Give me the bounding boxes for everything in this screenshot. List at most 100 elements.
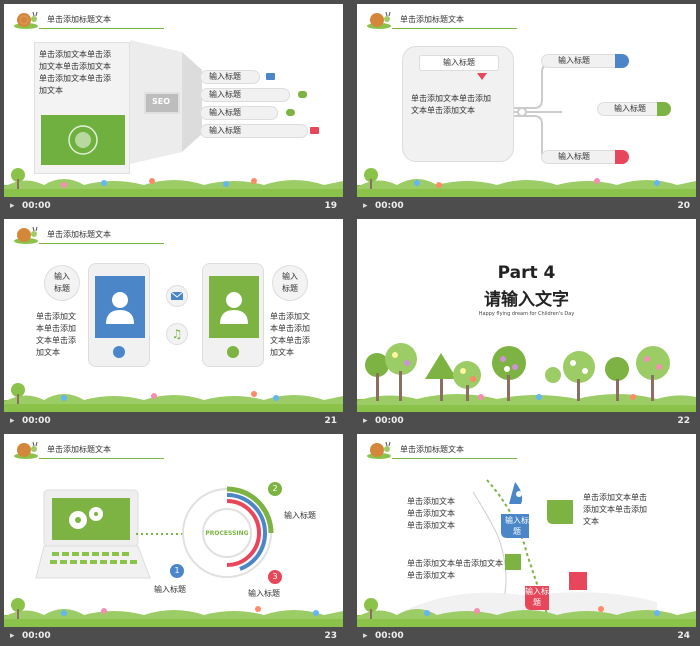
body-line: 单击添加文本单击添 — [39, 74, 111, 83]
slide-status-bar: ▸ 00:00 19 — [4, 197, 343, 217]
play-icon[interactable]: ▸ — [363, 631, 368, 641]
slide-header: 单击添加标题文本 — [362, 438, 517, 460]
circle-line: 标题 — [54, 284, 70, 293]
timestamp: 00:00 — [375, 416, 404, 426]
title-pill-blue[interactable]: 输入标题 — [541, 54, 627, 68]
slide-header: 单击添加标题文本 — [362, 8, 517, 30]
slide-header: 单击添加标题文本 — [9, 438, 164, 460]
snail-icon — [367, 441, 391, 459]
camera-icon — [310, 127, 319, 134]
right-title-circle[interactable]: 输入 标题 — [272, 265, 308, 301]
play-icon[interactable]: ▸ — [363, 416, 368, 426]
slide-number: 19 — [324, 201, 337, 211]
header-title: 单击添加标题文本 — [400, 15, 464, 24]
right-top-line: 文本 — [583, 517, 599, 526]
section-title: 请输入文字 — [484, 290, 569, 310]
right-body-line: 本单击添加 — [270, 324, 310, 333]
slide-status-bar: ▸ 00:00 24 — [357, 627, 696, 646]
header-title: 单击添加标题文本 — [47, 230, 111, 239]
center-body-line: 单击添加文本单击添加 — [411, 94, 491, 103]
play-icon[interactable]: ▸ — [10, 631, 15, 641]
seo-label: SEO — [152, 97, 171, 106]
user-screen-blue — [95, 276, 145, 338]
center-title-box: 输入标题 — [419, 55, 499, 71]
left-body-line: 本单击添加 — [36, 324, 76, 333]
part-label: Part 4 — [497, 263, 556, 283]
mail-icon — [266, 73, 275, 80]
title-pill[interactable]: 输入标题 — [200, 106, 278, 120]
body-line: 加文本单击添加文本 — [39, 62, 111, 71]
slide-number: 20 — [677, 201, 690, 211]
slide-status-bar: ▸ 00:00 23 — [4, 627, 343, 646]
body-line: 加文本 — [39, 86, 63, 95]
slide-22[interactable]: Part 4 请输入文字 Happy flying dream for Chil… — [357, 219, 696, 432]
header-divider — [39, 28, 164, 29]
step-label: 输入标题 — [154, 585, 186, 594]
right-top-line: 添加文本单击添加 — [583, 505, 647, 514]
slide-21[interactable]: 单击添加标题文本 输入 标题 输入 标题 单击添加文 本单击添加 文本单击添 加… — [4, 219, 343, 432]
slide-header: 单击添加标题文本 — [9, 223, 164, 245]
circle-line: 标题 — [282, 284, 298, 293]
timestamp: 00:00 — [22, 416, 51, 426]
header-divider — [39, 458, 164, 459]
title-pill[interactable]: 输入标题 — [200, 124, 308, 138]
header-title: 单击添加标题文本 — [400, 445, 464, 454]
laptop-illustration — [35, 489, 151, 579]
right-body-line: 文本单击添 — [270, 336, 310, 345]
chat-icon — [298, 91, 307, 98]
snail-icon — [14, 11, 38, 29]
processing-label: PROCESSING — [205, 530, 249, 537]
circle-line: 输入 — [54, 272, 70, 281]
header-title: 单击添加标题文本 — [47, 445, 111, 454]
left-bottom-line: 单击添加文本单击添加文本 — [407, 559, 503, 568]
header-divider — [39, 243, 164, 244]
header-divider — [392, 458, 517, 459]
step-badge-1[interactable]: 1 — [170, 564, 184, 578]
petal-title-blue[interactable]: 输入标题 — [505, 516, 529, 536]
text-card: 单击添加文本单击添 加文本单击添加文本 单击添加文本单击添 加文本 — [34, 42, 130, 174]
slide-20[interactable]: 单击添加标题文本 输入标题 单击添加文本单击添加 文本单击添加文本 输入标题 输… — [357, 4, 696, 217]
left-title-circle[interactable]: 输入 标题 — [44, 265, 80, 301]
dotted-connector — [136, 533, 186, 535]
timestamp: 00:00 — [375, 201, 404, 211]
play-icon[interactable]: ▸ — [10, 201, 15, 211]
left-phone — [88, 263, 150, 367]
right-body-line: 加文本 — [270, 348, 294, 357]
home-button — [227, 346, 239, 358]
header-title: 单击添加标题文本 — [47, 15, 111, 24]
green-tab — [657, 102, 671, 116]
grass-footer — [357, 598, 696, 627]
play-icon[interactable]: ▸ — [10, 416, 15, 426]
section-subtitle: Happy flying dream for Children's Day — [478, 311, 575, 317]
left-body-line: 加文本 — [36, 348, 60, 357]
slide-number: 22 — [677, 416, 690, 426]
timestamp: 00:00 — [22, 631, 51, 641]
user-icon — [220, 292, 248, 324]
user-screen-green — [209, 276, 259, 338]
step-label: 输入标题 — [248, 589, 280, 598]
title-pill[interactable]: 输入标题 — [200, 70, 260, 84]
slide-status-bar: ▸ 00:00 21 — [4, 412, 343, 432]
snail-icon — [14, 441, 38, 459]
left-top-line: 单击添加文本 — [407, 509, 455, 518]
processing-ring — [182, 486, 274, 578]
snail-icon — [367, 11, 391, 29]
slide-23[interactable]: 单击添加标题文本 PROCESSING 2 1 3 输入标题 输入标题 输入标题 — [4, 434, 343, 646]
seo-screen: SEO — [144, 92, 180, 114]
cloud-icon — [286, 109, 295, 116]
step-badge-3[interactable]: 3 — [268, 570, 282, 584]
play-icon[interactable]: ▸ — [363, 201, 368, 211]
forest-illustration — [357, 343, 696, 412]
step-badge-2[interactable]: 2 — [268, 482, 282, 496]
right-phone — [202, 263, 264, 367]
right-body-line: 单击添加文 — [270, 312, 310, 321]
slide-24[interactable]: 单击添加标题文本 单击添加文本 单击添加文本 单击添加文本 单击添加文本单击 添… — [357, 434, 696, 646]
red-tab — [615, 150, 629, 164]
slide-19[interactable]: 单击添加标题文本 单击添加文本单击添 加文本单击添加文本 单击添加文本单击添 加… — [4, 4, 343, 217]
petal-title-red[interactable]: 输入标题 — [525, 587, 549, 607]
title-pill[interactable]: 输入标题 — [200, 88, 290, 102]
grass-footer — [4, 383, 343, 412]
user-icon — [106, 292, 134, 324]
slide-number: 23 — [324, 631, 337, 641]
title-pill-green[interactable]: 输入标题 — [597, 102, 669, 116]
